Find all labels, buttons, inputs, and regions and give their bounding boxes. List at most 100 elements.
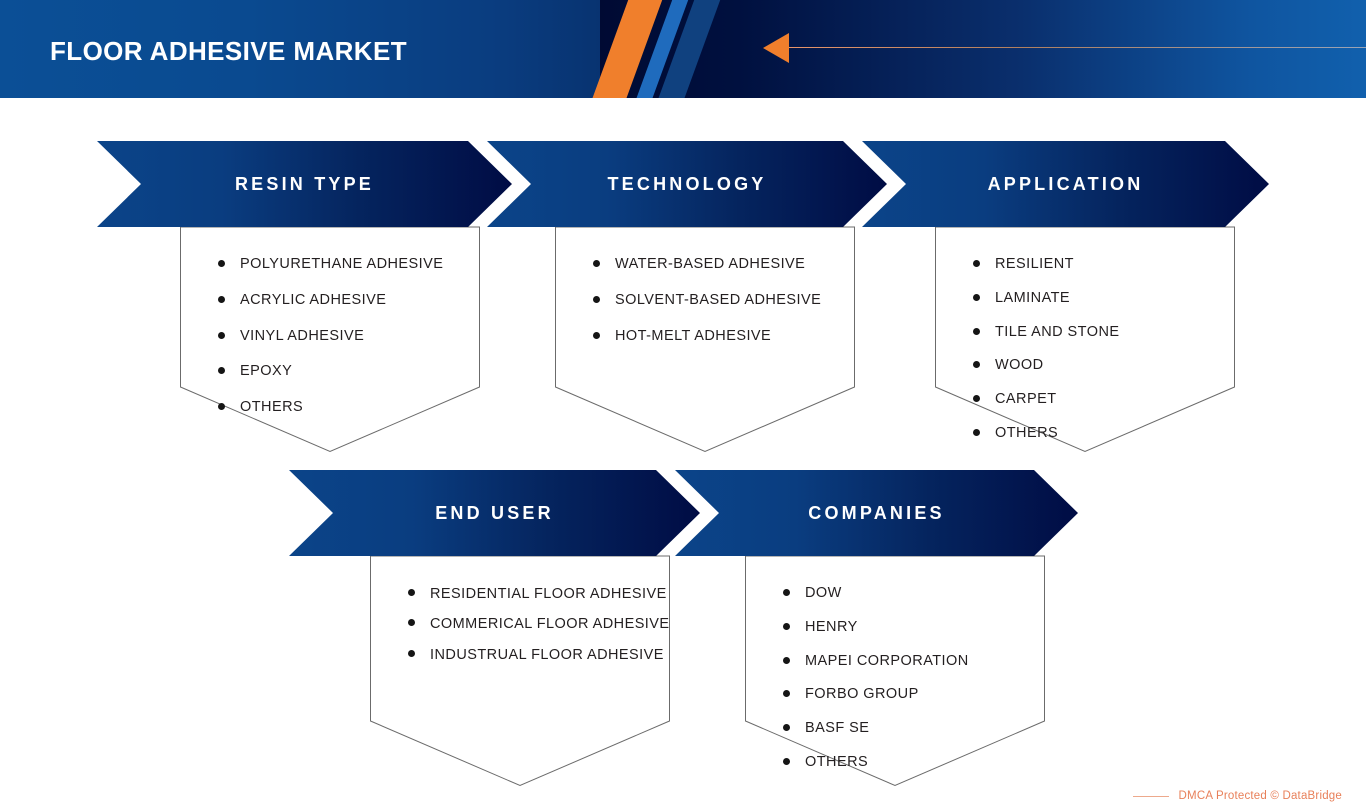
section-banner-label: END USER bbox=[435, 502, 554, 523]
section-card-companies: DOW HENRY MAPEI CORPORATION FORBO GROUP … bbox=[745, 555, 1045, 787]
bullet-icon bbox=[973, 429, 980, 437]
section-item-list: POLYURETHANE ADHESIVE ACRYLIC ADHESIVE V… bbox=[180, 227, 480, 421]
list-item: LAMINATE bbox=[971, 285, 1235, 312]
section-banner-resin-type[interactable]: RESIN TYPE bbox=[97, 141, 512, 227]
bullet-icon bbox=[593, 260, 600, 267]
header-background-left bbox=[0, 0, 700, 98]
list-item: HENRY bbox=[781, 614, 1045, 641]
bullet-icon bbox=[973, 293, 980, 301]
section-banner-label: COMPANIES bbox=[808, 502, 945, 523]
list-item: FORBO GROUP bbox=[781, 681, 1045, 708]
list-item-label: HOT-MELT ADHESIVE bbox=[615, 327, 772, 344]
list-item-label: OTHERS bbox=[805, 754, 869, 771]
section-banner-label: TECHNOLOGY bbox=[607, 173, 767, 194]
bullet-icon bbox=[783, 656, 790, 664]
list-item: INDUSTRUAL FLOOR ADHESIVE bbox=[406, 641, 670, 669]
bullet-icon bbox=[783, 622, 790, 630]
list-item: TILE AND STONE bbox=[971, 319, 1235, 346]
list-item-label: INDUSTRUAL FLOOR ADHESIVE bbox=[430, 646, 664, 663]
bullet-icon bbox=[783, 690, 790, 698]
bullet-icon bbox=[783, 589, 790, 596]
footer-divider-line bbox=[1132, 795, 1169, 797]
section-banner-end-user[interactable]: END USER bbox=[289, 470, 700, 556]
list-item: POLYURETHANE ADHESIVE bbox=[216, 251, 480, 278]
card-outline-shape bbox=[745, 555, 1045, 787]
header-rule-line bbox=[789, 47, 1366, 48]
list-item: RESILIENT bbox=[971, 251, 1235, 278]
list-item-label: RESILIENT bbox=[995, 256, 1074, 272]
card-outline-shape bbox=[935, 226, 1235, 453]
list-item-label: BASF SE bbox=[805, 720, 870, 737]
bullet-icon bbox=[218, 260, 225, 267]
list-item-label: RESIDENTIAL FLOOR ADHESIVE bbox=[430, 586, 667, 602]
section-item-list: WATER-BASED ADHESIVE SOLVENT-BASED ADHES… bbox=[555, 227, 855, 349]
list-item-label: EPOXY bbox=[240, 363, 293, 380]
list-item-label: TILE AND STONE bbox=[995, 323, 1120, 340]
list-item-label: FORBO GROUP bbox=[805, 686, 919, 703]
list-item-label: WOOD bbox=[995, 357, 1044, 374]
section-banner-technology[interactable]: TECHNOLOGY bbox=[487, 141, 887, 227]
section-banner-application[interactable]: APPLICATION bbox=[862, 141, 1269, 227]
list-item: ACRYLIC ADHESIVE bbox=[216, 287, 480, 314]
list-item-label: SOLVENT-BASED ADHESIVE bbox=[615, 291, 822, 308]
bullet-icon bbox=[783, 758, 790, 766]
list-item: EPOXY bbox=[216, 358, 480, 385]
list-item-label: OTHERS bbox=[995, 425, 1059, 442]
list-item: HOT-MELT ADHESIVE bbox=[591, 323, 855, 350]
list-item-label: COMMERICAL FLOOR ADHESIVE bbox=[430, 616, 670, 633]
list-item: OTHERS bbox=[781, 749, 1045, 776]
bullet-icon bbox=[973, 395, 980, 403]
list-item-label: MAPEI CORPORATION bbox=[805, 652, 969, 669]
bullet-icon bbox=[783, 724, 790, 732]
list-item-label: LAMINATE bbox=[995, 289, 1071, 306]
page-header: FLOOR ADHESIVE MARKET bbox=[0, 0, 1366, 98]
card-outline-shape bbox=[370, 555, 670, 787]
list-item: COMMERICAL FLOOR ADHESIVE bbox=[406, 610, 670, 638]
bullet-icon bbox=[973, 361, 980, 369]
bullet-icon bbox=[593, 295, 600, 303]
list-item-label: DOW bbox=[805, 585, 842, 601]
list-item-label: CARPET bbox=[995, 391, 1057, 408]
section-card-application: RESILIENT LAMINATE TILE AND STONE WOOD C… bbox=[935, 226, 1235, 453]
list-item: VINYL ADHESIVE bbox=[216, 323, 480, 350]
section-item-list: RESIDENTIAL FLOOR ADHESIVE COMMERICAL FL… bbox=[370, 556, 670, 669]
list-item: DOW bbox=[781, 580, 1045, 607]
section-banner-label: APPLICATION bbox=[987, 173, 1144, 194]
list-item: RESIDENTIAL FLOOR ADHESIVE bbox=[406, 580, 670, 608]
bullet-icon bbox=[218, 295, 225, 303]
card-outline-shape bbox=[555, 226, 855, 453]
bullet-icon bbox=[408, 589, 415, 596]
list-item: BASF SE bbox=[781, 715, 1045, 742]
section-card-resin-type: POLYURETHANE ADHESIVE ACRYLIC ADHESIVE V… bbox=[180, 226, 480, 453]
left-arrow-icon bbox=[763, 33, 789, 63]
list-item-label: OTHERS bbox=[240, 399, 304, 416]
card-outline-shape bbox=[180, 226, 480, 453]
bullet-icon bbox=[218, 331, 225, 339]
bullet-icon bbox=[218, 403, 225, 411]
list-item: WOOD bbox=[971, 352, 1235, 379]
list-item-label: POLYURETHANE ADHESIVE bbox=[240, 256, 444, 272]
section-item-list: DOW HENRY MAPEI CORPORATION FORBO GROUP … bbox=[745, 556, 1045, 776]
footer-watermark: DMCA Protected © DataBridge bbox=[1132, 790, 1342, 802]
list-item: OTHERS bbox=[971, 420, 1235, 447]
bullet-icon bbox=[218, 367, 225, 375]
list-item-label: HENRY bbox=[805, 618, 858, 635]
bullet-icon bbox=[408, 619, 415, 627]
bullet-icon bbox=[973, 260, 980, 267]
list-item: SOLVENT-BASED ADHESIVE bbox=[591, 287, 855, 314]
list-item: MAPEI CORPORATION bbox=[781, 648, 1045, 675]
list-item: CARPET bbox=[971, 386, 1235, 413]
list-item-label: WATER-BASED ADHESIVE bbox=[615, 256, 806, 272]
header-background-right bbox=[600, 0, 1366, 98]
list-item: WATER-BASED ADHESIVE bbox=[591, 251, 855, 278]
section-banner-label: RESIN TYPE bbox=[234, 173, 375, 194]
bullet-icon bbox=[973, 327, 980, 335]
bullet-icon bbox=[408, 649, 415, 657]
section-card-end-user: RESIDENTIAL FLOOR ADHESIVE COMMERICAL FL… bbox=[370, 555, 670, 787]
section-item-list: RESILIENT LAMINATE TILE AND STONE WOOD C… bbox=[935, 227, 1235, 447]
footer-watermark-text: DMCA Protected © DataBridge bbox=[1178, 790, 1342, 802]
section-banner-companies[interactable]: COMPANIES bbox=[675, 470, 1078, 556]
list-item: OTHERS bbox=[216, 394, 480, 421]
list-item-label: VINYL ADHESIVE bbox=[240, 327, 365, 344]
